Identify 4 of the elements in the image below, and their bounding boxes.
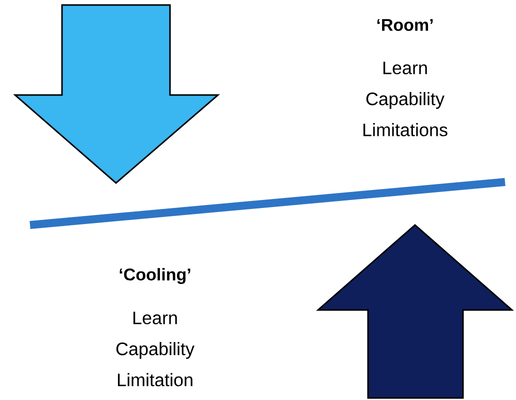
body-text: Learn Capability Limitation [116, 312, 194, 386]
body-text: Learn Capability Limitations [363, 62, 448, 136]
heading: ‘Room’ [377, 19, 433, 31]
heading: ‘Cooling’ [120, 268, 190, 284]
